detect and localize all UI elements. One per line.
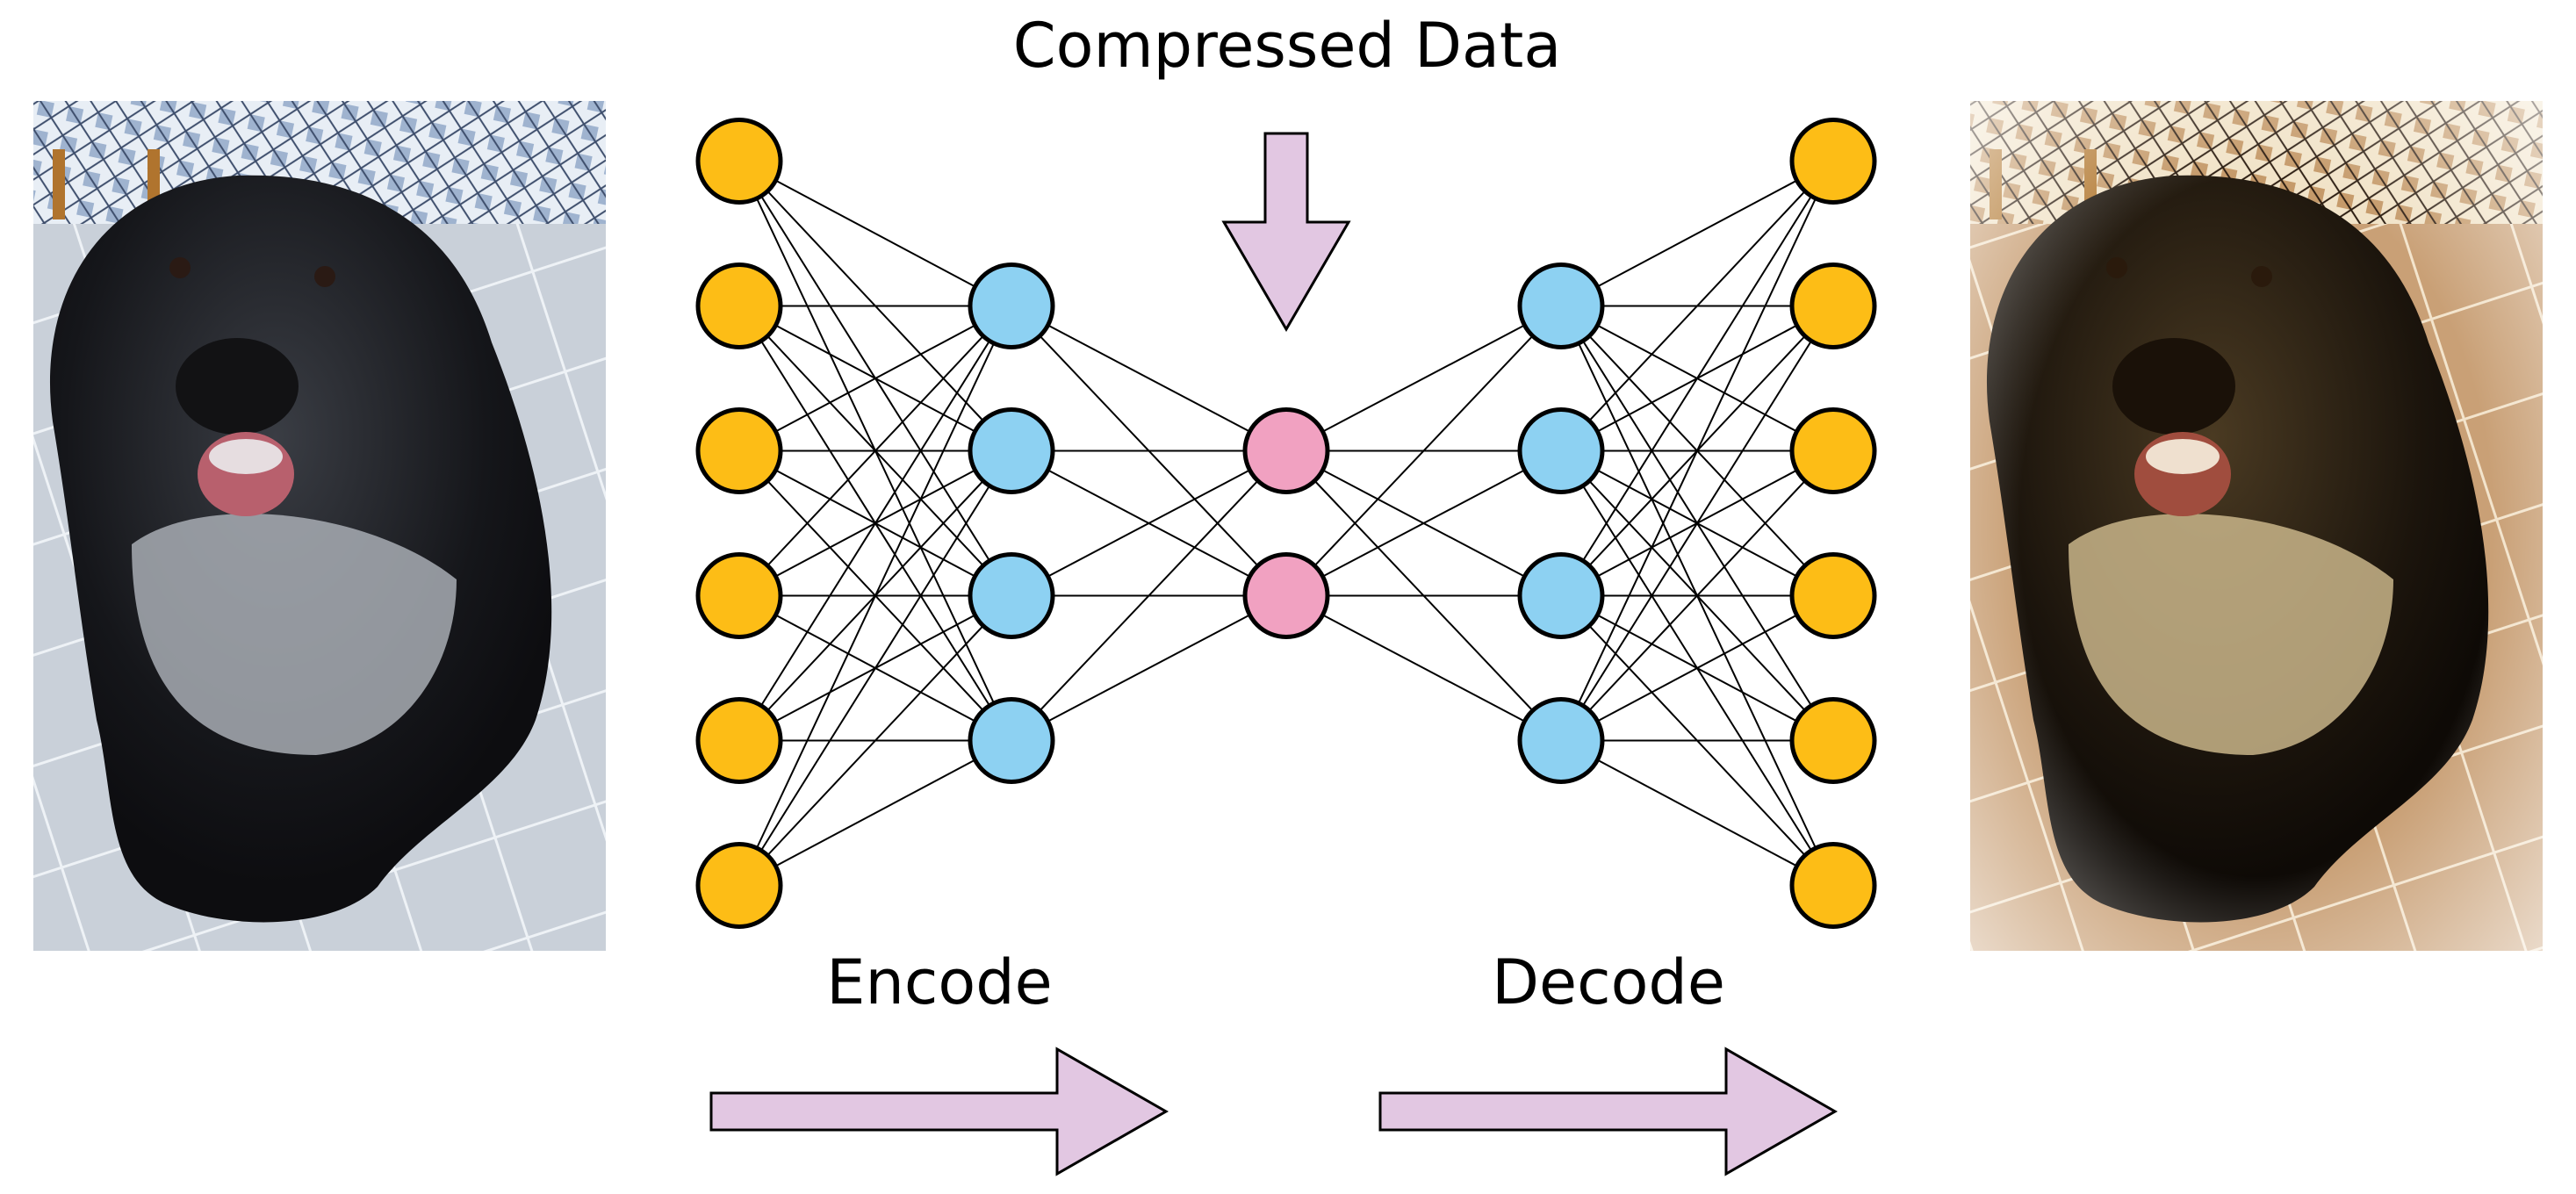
network-nodes <box>695 118 1877 929</box>
encode-arrow <box>709 1047 1169 1176</box>
decoder-hidden-node-2 <box>1517 407 1605 494</box>
output-node-4 <box>1789 552 1877 639</box>
decoder-hidden-node-4 <box>1517 697 1605 784</box>
connection-line <box>1011 305 1287 452</box>
input-node-6 <box>695 842 783 929</box>
output-image <box>1970 101 2543 951</box>
encoder-hidden-node-4 <box>968 697 1055 784</box>
encoder-hidden-node-2 <box>968 407 1055 494</box>
output-node-5 <box>1789 697 1877 784</box>
output-node-3 <box>1789 407 1877 494</box>
encoder-hidden-node-3 <box>968 552 1055 639</box>
connection-line <box>738 739 1012 887</box>
connection-line <box>1011 450 1287 597</box>
decoder-hidden-node-1 <box>1517 263 1605 349</box>
encoder-hidden-node-1 <box>968 263 1055 349</box>
connection-line <box>1560 160 1834 597</box>
connection-line <box>1560 305 1834 742</box>
decoder-hidden-node-3 <box>1517 552 1605 639</box>
output-node-6 <box>1789 842 1877 929</box>
input-node-4 <box>695 552 783 639</box>
bottleneck-node-1 <box>1242 407 1330 494</box>
output-node-1 <box>1789 118 1877 205</box>
connection-line <box>738 594 1012 887</box>
decode-label: Decode <box>1492 946 1725 1018</box>
connection-line <box>1285 305 1562 597</box>
input-node-1 <box>695 118 783 205</box>
connection-line <box>1560 450 1834 742</box>
compressed-data-label: Compressed Data <box>1013 10 1561 82</box>
connection-line <box>1560 160 1834 452</box>
input-node-5 <box>695 697 783 784</box>
input-image <box>33 101 606 951</box>
connection-line <box>1560 594 1834 742</box>
connection-line <box>1285 305 1562 452</box>
network-connections <box>738 160 1834 887</box>
encode-label: Encode <box>826 946 1052 1018</box>
connection-line <box>738 306 1012 886</box>
input-node-3 <box>695 407 783 494</box>
connection-line <box>738 305 1012 452</box>
connection-line <box>1285 594 1562 742</box>
connection-line <box>1011 450 1287 742</box>
connection-line <box>738 160 1012 307</box>
connection-line <box>1560 161 1834 741</box>
compressed-data-arrow <box>1221 132 1351 332</box>
connection-line <box>1285 450 1562 597</box>
bottleneck-node-2 <box>1242 552 1330 639</box>
connection-line <box>738 305 1012 597</box>
connection-line <box>1560 739 1834 887</box>
connection-line <box>738 450 1012 887</box>
connection-line <box>1560 160 1834 307</box>
decode-arrow <box>1378 1047 1838 1176</box>
input-node-2 <box>695 263 783 349</box>
connection-line <box>738 305 1012 742</box>
connection-line <box>1011 594 1287 742</box>
output-node-2 <box>1789 263 1877 349</box>
